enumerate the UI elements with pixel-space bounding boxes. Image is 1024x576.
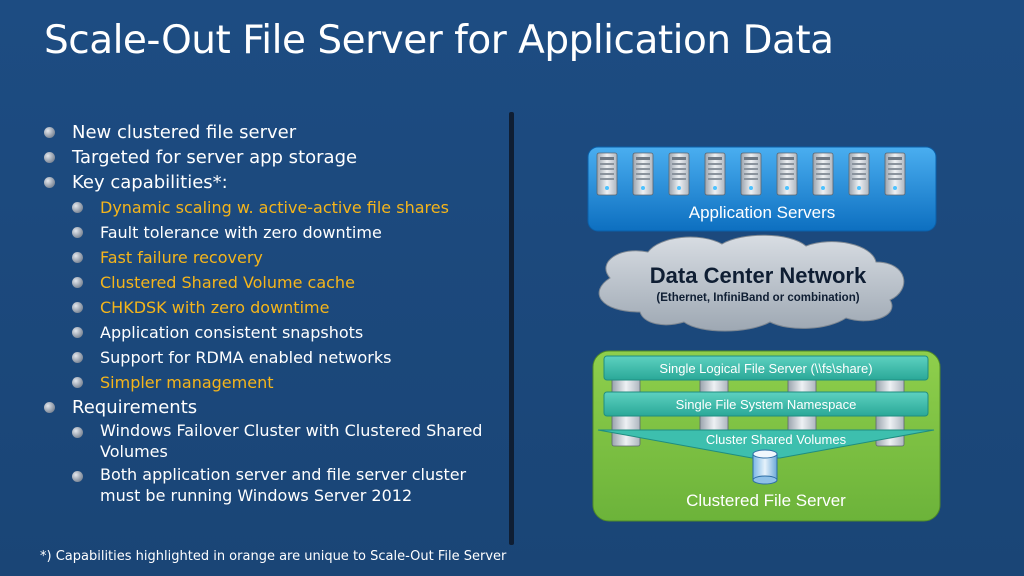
server-rack-group [596,152,906,196]
network-subtitle: (Ethernet, InfiniBand or combination) [656,292,859,304]
cluster-label: Clustered File Server [686,491,846,510]
server-icon [704,152,726,196]
bullet-item: Both application server and file server … [40,464,510,506]
bullet-item: Fault tolerance with zero downtime [40,220,510,245]
bullet-item: CHKDSK with zero downtime [40,295,510,320]
bullet-text: Fast failure recovery [100,248,263,267]
bullet-text: CHKDSK with zero downtime [100,298,330,317]
bullet-icon [72,377,83,388]
footnote: *) Capabilities highlighted in orange ar… [40,549,507,564]
database-icon [752,449,778,485]
bullet-item: New clustered file server [40,120,510,145]
bullet-text: Clustered Shared Volume cache [100,273,355,292]
logical-server-bar [603,355,929,381]
bullet-text: Support for RDMA enabled networks [100,348,392,367]
bullet-item: Simpler management [40,370,510,395]
server-icon [776,152,798,196]
page-title: Scale-Out File Server for Application Da… [44,18,834,63]
server-icon [668,152,690,196]
bullet-item: Clustered Shared Volume cache [40,270,510,295]
bullet-text: Dynamic scaling w. active-active file sh… [100,198,449,217]
csv-label: Cluster Shared Volumes [706,432,847,447]
csv-funnel [597,429,935,459]
network-title: Data Center Network [650,263,867,288]
server-icon [632,152,654,196]
bullet-icon [44,402,55,413]
server-icon [848,152,870,196]
bullet-text: Windows Failover Cluster with Clustered … [100,421,483,461]
logical-server-label: Single Logical File Server (\\fs\share) [659,361,872,376]
bullet-text: Application consistent snapshots [100,323,364,342]
namespace-label: Single File System Namespace [676,397,857,412]
bullet-icon [72,327,83,338]
bullet-item: Application consistent snapshots [40,320,510,345]
bullet-icon [72,471,83,482]
bullet-text: Key capabilities*: [72,172,228,193]
bullet-item: Fast failure recovery [40,245,510,270]
bullet-icon [44,177,55,188]
bullet-list: New clustered file server Targeted for s… [40,120,510,508]
bullet-icon [72,427,83,438]
bullet-text: Simpler management [100,373,274,392]
bullet-text: Fault tolerance with zero downtime [100,223,382,242]
bullet-item: Key capabilities*: [40,170,510,195]
bullet-icon [72,202,83,213]
bullet-icon [44,152,55,163]
bullet-icon [72,352,83,363]
namespace-bar [603,391,929,417]
bullet-item: Windows Failover Cluster with Clustered … [40,420,510,462]
server-icon [740,152,762,196]
bullet-icon [72,252,83,263]
bullet-text: Both application server and file server … [100,465,467,505]
bullet-item: Support for RDMA enabled networks [40,345,510,370]
app-servers-label: Application Servers [689,203,835,222]
bullet-item: Dynamic scaling w. active-active file sh… [40,195,510,220]
bullet-icon [72,302,83,313]
server-icon [596,152,618,196]
vertical-divider [509,112,514,545]
server-icon [884,152,906,196]
bullet-item: Targeted for server app storage [40,145,510,170]
bullet-text: New clustered file server [72,122,297,143]
cloud-icon [598,234,905,332]
bullet-icon [72,277,83,288]
bullet-text: Requirements [72,397,198,418]
bullet-item: Requirements [40,395,510,420]
bullet-icon [72,227,83,238]
bullet-text: Targeted for server app storage [72,147,358,168]
bullet-icon [44,127,55,138]
server-icon [812,152,834,196]
